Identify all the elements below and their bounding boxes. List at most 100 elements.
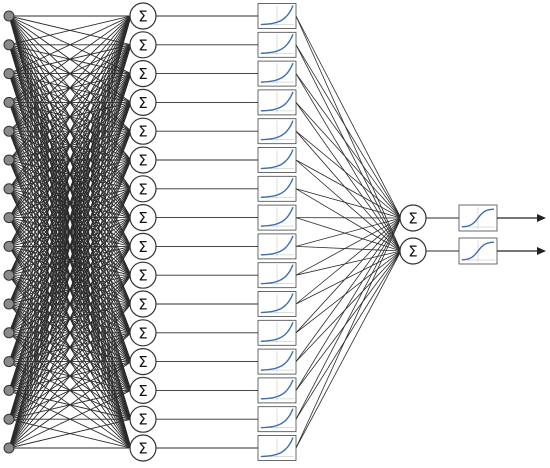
activation-curve (260, 206, 294, 227)
sum-symbol: Σ (138, 324, 147, 342)
exponential-curve-icon (257, 291, 297, 317)
exponential-curve-icon (257, 406, 297, 433)
input-hidden-connection (8, 102, 132, 449)
input-hidden-connection (8, 159, 132, 449)
hidden-output-connection (295, 44, 402, 252)
activation-curve (260, 350, 294, 371)
connection-lines (8, 15, 402, 449)
input-node (3, 212, 15, 224)
summation-circle (129, 232, 157, 260)
summation-circle (129, 117, 157, 145)
input-node (3, 68, 15, 80)
summation-node: Σ (129, 204, 157, 232)
summation-node: Σ (129, 290, 157, 318)
summation-node: Σ (129, 146, 157, 174)
sum-symbol: Σ (138, 94, 147, 112)
hidden-output-connection (295, 44, 402, 219)
summation-circle (129, 146, 157, 174)
summation-circle (129, 204, 157, 232)
hidden-output-connection (295, 250, 402, 391)
exponential-curve-icon (257, 348, 297, 375)
hidden-output-connection (295, 217, 402, 252)
summation-circle (129, 319, 157, 347)
input-hidden-connection (8, 15, 132, 161)
input-node (3, 269, 15, 281)
hidden-output-connection (295, 73, 402, 219)
activation-curve (260, 437, 294, 458)
hidden-output-connection (295, 250, 402, 305)
sum-symbol: Σ (138, 238, 147, 256)
input-hidden-connection (8, 15, 132, 218)
hidden-output-connection (295, 250, 402, 276)
summation-node: Σ (129, 261, 157, 289)
exponential-curve-icon (257, 3, 297, 29)
hidden-output-connection (295, 217, 402, 276)
sum-symbol: Σ (138, 180, 147, 198)
hidden-output-connection (295, 250, 402, 449)
input-hidden-connection (8, 15, 132, 420)
activation-curve (260, 34, 294, 54)
hidden-output-connection (295, 217, 402, 420)
hidden-output-connection (295, 246, 402, 252)
sum-symbol: Σ (138, 353, 147, 371)
activation-curve (260, 91, 294, 112)
input-hidden-connection (8, 15, 132, 391)
summation-circle (129, 261, 157, 289)
summation-circle (129, 2, 157, 30)
summation-circle (129, 405, 157, 433)
summation-node: Σ (129, 319, 157, 347)
exponential-curve-icon (257, 377, 297, 404)
sum-symbol: Σ (138, 65, 147, 83)
hidden-output-connection (295, 217, 402, 449)
summation-node: Σ (129, 31, 157, 59)
hidden-output-connection (295, 15, 402, 252)
summation-circle (129, 376, 157, 404)
sum-symbol: Σ (138, 152, 147, 170)
hidden-output-connection (295, 217, 402, 362)
exponential-curve-icon (257, 60, 297, 87)
exponential-curve-icon (257, 204, 297, 231)
output-layer: ΣΣ (399, 204, 546, 265)
input-node (3, 96, 15, 108)
input-hidden-connection (8, 274, 132, 449)
hidden-output-connection (295, 102, 402, 219)
input-node (3, 356, 15, 368)
exponential-curve-icon (257, 31, 297, 58)
hidden-output-connection (295, 130, 402, 219)
hidden-output-connection (295, 102, 402, 252)
input-node (3, 240, 15, 252)
input-hidden-connection (8, 15, 132, 103)
exponential-curve-icon (257, 118, 297, 145)
sum-symbol: Σ (138, 267, 147, 285)
input-hidden-connection (8, 131, 132, 449)
input-hidden-connection (8, 15, 132, 305)
summation-node: Σ (129, 232, 157, 260)
exponential-curve-icon (257, 435, 297, 461)
hidden-output-connection (295, 188, 402, 252)
input-hidden-connection (8, 418, 132, 449)
input-hidden-connection (8, 15, 132, 46)
hidden-output-connection (295, 159, 402, 219)
sum-symbol: Σ (138, 36, 147, 54)
input-node (3, 327, 15, 339)
summation-circle (129, 59, 157, 88)
sum-symbol: Σ (138, 296, 147, 314)
input-node (3, 413, 15, 425)
summation-node: Σ (129, 434, 157, 462)
input-layer (3, 10, 15, 454)
input-hidden-connection (8, 15, 132, 276)
activation-curve (461, 208, 495, 228)
hidden-output-connection (295, 130, 402, 252)
activation-curve (260, 235, 294, 256)
input-node (3, 39, 15, 51)
hidden-output-connection (295, 217, 402, 247)
summation-circle (129, 434, 157, 462)
sum-symbol: Σ (408, 243, 417, 261)
exponential-curve-icon (257, 175, 297, 202)
summation-node: Σ (129, 405, 157, 433)
sum-symbol: Σ (138, 411, 147, 429)
input-hidden-connection (8, 15, 132, 247)
activation-curve (260, 408, 294, 429)
activation-curve (260, 379, 294, 400)
